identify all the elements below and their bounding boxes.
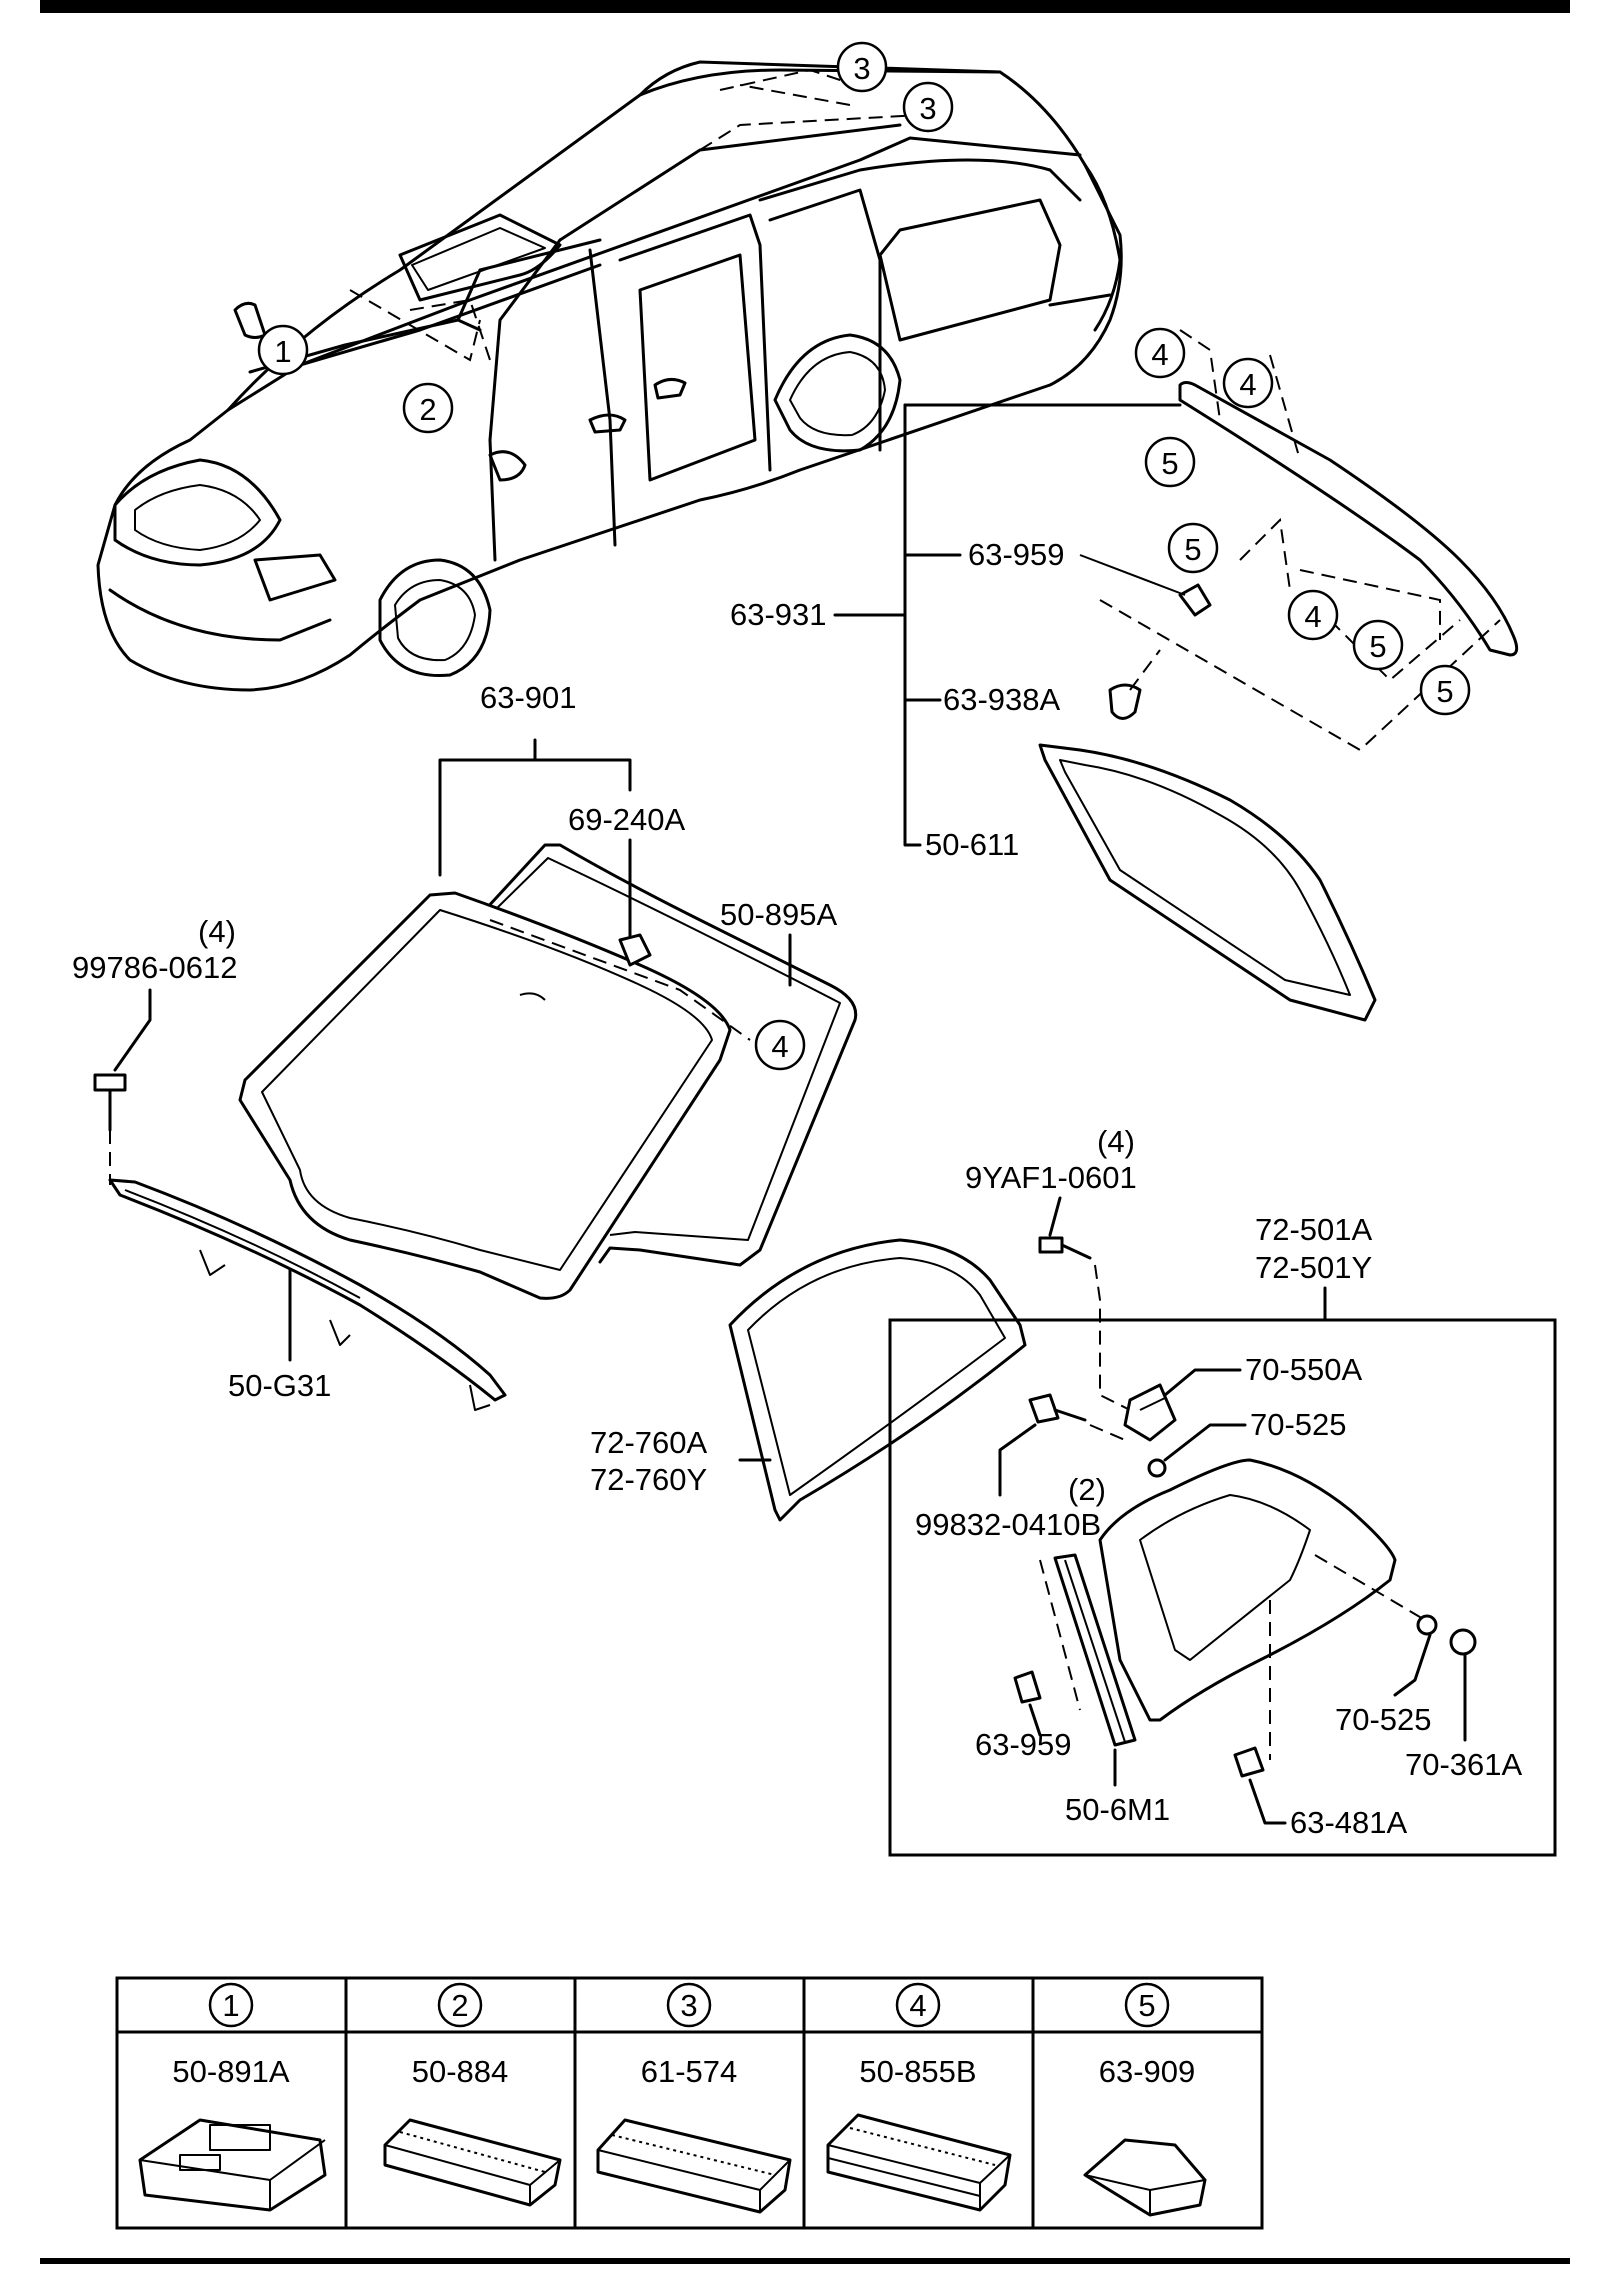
part-label-50-611: 50-611 (925, 827, 1019, 862)
legend-drawing-50-884 (383, 2118, 562, 2207)
svg-text:4: 4 (1304, 599, 1321, 634)
legend-header-4: 4 (895, 1982, 941, 2028)
svg-text:5: 5 (1184, 532, 1201, 567)
part-label-63-931: 63-931 (730, 597, 827, 632)
vehicle-leaders (349, 68, 921, 362)
part-label-70-525-top: 70-525 (1250, 1407, 1347, 1442)
part-label-9YAF1-0601: 9YAF1-0601 (965, 1160, 1137, 1195)
part-label-69-240A: 69-240A (568, 802, 686, 837)
callout-4-a: 4 (1134, 327, 1186, 379)
part-label-63-959-bottom: 63-959 (975, 1727, 1072, 1762)
legend-drawing-63-909 (1083, 2138, 1207, 2217)
legend-drawing-61-574 (596, 2118, 792, 2214)
svg-text:2: 2 (451, 1988, 468, 2023)
legend-part-3: 61-574 (641, 2054, 738, 2089)
hinge-70-550A-icon (1123, 1383, 1177, 1442)
legend-part-5: 63-909 (1099, 2054, 1196, 2089)
washer-70-525-top-icon (1147, 1458, 1167, 1478)
cowl-50-G31 (108, 1178, 507, 1411)
callout-4-windshield: 4 (754, 1019, 806, 1071)
weatherstrip-72-760 (728, 1238, 1027, 1522)
svg-text:5: 5 (1369, 629, 1386, 664)
part-label-50-G31: 50-G31 (228, 1368, 331, 1403)
legend-part-1: 50-891A (172, 2054, 290, 2089)
legend-table (115, 1976, 1264, 2230)
part-label-72-760Y: 72-760Y (590, 1462, 707, 1497)
callout-3-lower: 3 (902, 81, 954, 133)
callout-4-c: 4 (1287, 589, 1339, 641)
qty-99786: (4) (198, 914, 236, 949)
part-label-70-550A: 70-550A (1245, 1352, 1363, 1387)
svg-text:4: 4 (909, 1988, 926, 2023)
callout-5-b: 5 (1167, 522, 1219, 574)
part-label-72-501Y: 72-501Y (1255, 1250, 1372, 1285)
rear-window-bracket (833, 403, 1182, 847)
svg-text:4: 4 (771, 1029, 788, 1064)
callout-2: 2 (402, 382, 454, 434)
part-label-72-760A: 72-760A (590, 1425, 708, 1460)
svg-text:5: 5 (1138, 1988, 1155, 2023)
callout-4-b: 4 (1222, 357, 1274, 409)
vehicle-illustration (96, 60, 1123, 692)
bottom-border-bar (40, 2258, 1570, 2264)
callout-5-a: 5 (1144, 436, 1196, 488)
clip-63-959-bottom-icon (1013, 1670, 1042, 1704)
clip-63-481A-icon (1233, 1746, 1265, 1778)
sensor-69-240A-icon (618, 933, 652, 967)
quarter-window-assembly-box (888, 1318, 1557, 1857)
part-label-50-895A: 50-895A (720, 897, 838, 932)
svg-text:1: 1 (222, 1988, 239, 2023)
svg-text:2: 2 (419, 392, 436, 427)
svg-text:3: 3 (853, 51, 870, 86)
bolt-99786-0612-icon (93, 1073, 127, 1132)
callout-1: 1 (257, 324, 309, 376)
legend-drawing-50-855B (826, 2113, 1012, 2212)
screw-9YAF1-0601-icon (1038, 1236, 1092, 1260)
legend-header-3: 3 (666, 1982, 712, 2028)
part-label-50-6M1: 50-6M1 (1065, 1792, 1170, 1827)
svg-text:5: 5 (1436, 674, 1453, 709)
top-border-bar (40, 0, 1570, 13)
svg-text:5: 5 (1161, 446, 1178, 481)
svg-text:3: 3 (919, 91, 936, 126)
legend-header-2: 2 (437, 1982, 483, 2028)
part-label-63-959-top: 63-959 (968, 537, 1065, 572)
legend-drawing-50-891A (138, 2118, 327, 2212)
windshield-glass-63-901 (238, 891, 732, 1300)
part-label-63-481A: 63-481A (1290, 1805, 1408, 1840)
callout-5-c: 5 (1352, 619, 1404, 671)
clip-63-959-icon (1178, 583, 1212, 617)
part-label-70-361A: 70-361A (1405, 1747, 1523, 1782)
legend-part-4: 50-855B (859, 2054, 976, 2089)
part-label-70-525-bottom: 70-525 (1335, 1702, 1432, 1737)
molding-50-6M1 (1053, 1553, 1137, 1747)
weatherstrip-50-895A (483, 843, 858, 1267)
svg-text:3: 3 (680, 1988, 697, 2023)
cap-70-361A-icon (1449, 1628, 1477, 1656)
qty-99832: (2) (1068, 1472, 1106, 1507)
svg-text:4: 4 (1239, 367, 1256, 402)
legend-header-1: 1 (208, 1982, 254, 2028)
rear-window-glass (1099, 329, 1519, 752)
callout-5-d: 5 (1419, 664, 1471, 716)
part-label-72-501A: 72-501A (1255, 1212, 1373, 1247)
qty-9YAF1: (4) (1097, 1124, 1135, 1159)
bolt-99832-0410B-icon (1028, 1393, 1087, 1424)
part-label-63-901: 63-901 (480, 680, 577, 715)
legend-part-2: 50-884 (412, 2054, 509, 2089)
part-label-99786-0612: 99786-0612 (72, 950, 238, 985)
part-label-63-938A: 63-938A (943, 682, 1061, 717)
part-label-99832-0410B: 99832-0410B (915, 1507, 1101, 1542)
quarter-window-glass-72-501 (1098, 1458, 1397, 1722)
fastener-63-938A-icon (1108, 683, 1142, 720)
callout-3-upper: 3 (836, 41, 888, 93)
svg-text:1: 1 (274, 334, 291, 369)
washer-70-525-bottom-icon (1416, 1614, 1438, 1636)
svg-text:4: 4 (1151, 337, 1168, 372)
weatherstrip-50-611 (1038, 743, 1377, 1022)
legend-header-5: 5 (1124, 1982, 1170, 2028)
